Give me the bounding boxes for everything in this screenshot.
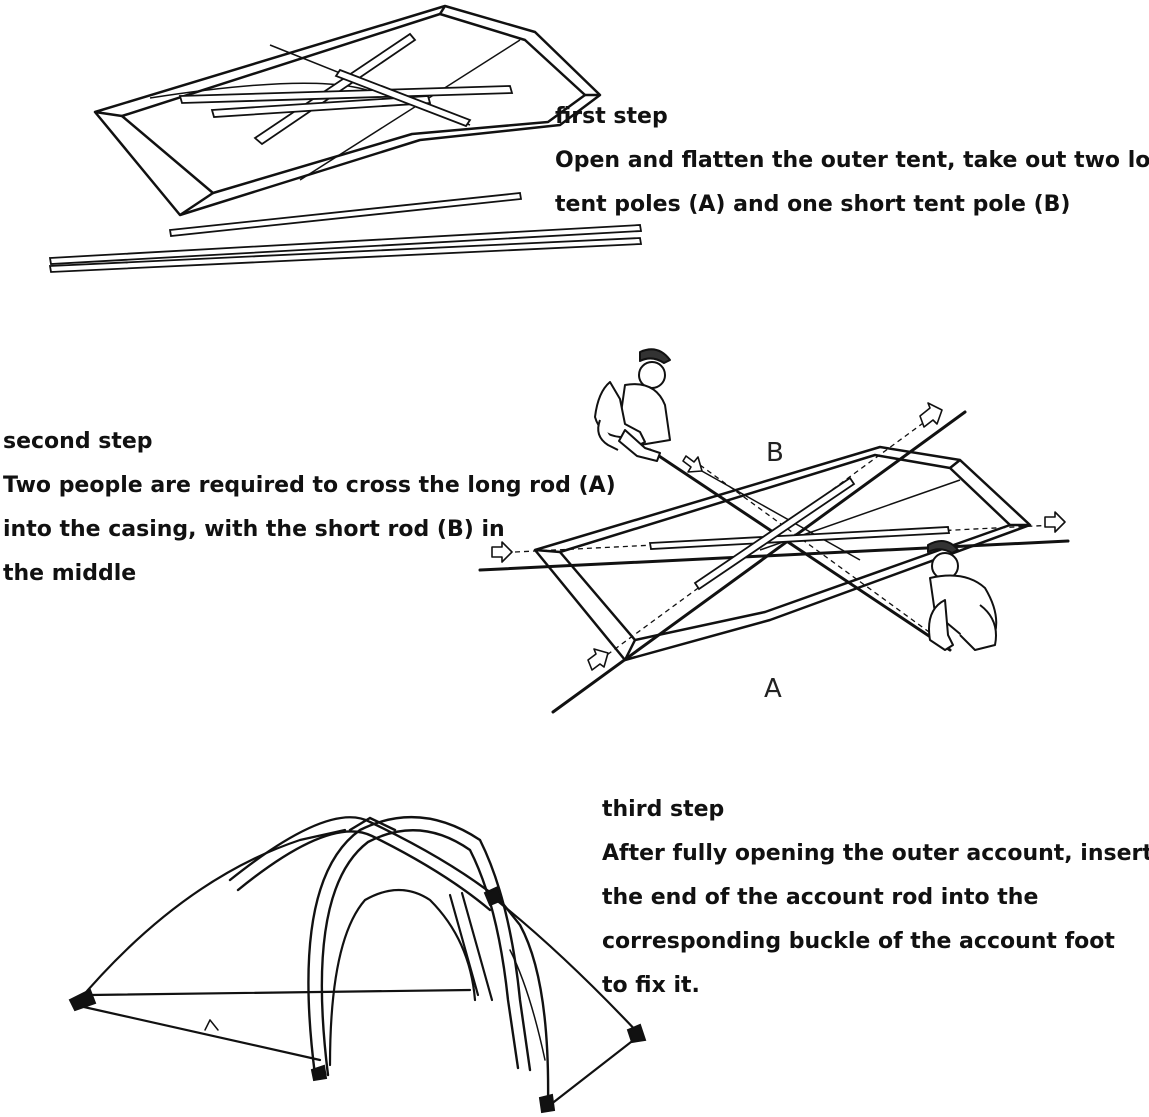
step3-tent-fly: [75, 830, 640, 1105]
arrow-left-icon: [492, 542, 512, 562]
arrow-top-left-icon: [683, 456, 702, 472]
step2-text: second step Two people are required to c…: [3, 420, 616, 596]
arrow-lower-left-icon: [588, 649, 608, 670]
step3-line4: to fix it.: [602, 973, 700, 998]
step3-line2: the end of the account rod into the: [602, 885, 1039, 910]
step2-arrows: [492, 403, 1065, 670]
step3-line1: After fully opening the outer account, i…: [602, 841, 1149, 866]
step2-line2: into the casing, with the short rod (B) …: [3, 517, 505, 542]
step3-feet-buckles: [70, 887, 645, 1112]
step1-line1: Open and flatten the outer tent, take ou…: [555, 148, 1149, 173]
step2-long-rods: [480, 412, 1068, 712]
person-bottom-right: [928, 541, 996, 650]
label-b: B: [766, 438, 784, 468]
step1-text: first step Open and flatten the outer te…: [555, 95, 1149, 227]
step3-title: third step: [602, 797, 725, 822]
step2-short-rod: [650, 478, 949, 589]
step2-line3: the middle: [3, 561, 137, 586]
arrow-right-icon: [1045, 512, 1065, 532]
step1-poles-on-tent: [180, 34, 512, 144]
step3-line3: corresponding buckle of the account foot: [602, 929, 1115, 954]
step1-loose-poles: [50, 193, 641, 272]
step3-text: third step After fully opening the outer…: [602, 788, 1149, 1008]
step2-line1: Two people are required to cross the lon…: [3, 473, 616, 498]
arrow-upper-right-icon: [920, 403, 942, 427]
step1-title: first step: [555, 104, 668, 129]
label-a: A: [764, 674, 782, 704]
person-top-left: [595, 349, 670, 461]
flat-outer-tent: [95, 6, 600, 215]
step3-poles: [230, 817, 548, 1105]
step1-line2: tent poles (A) and one short tent pole (…: [555, 192, 1071, 217]
step2-title: second step: [3, 429, 153, 454]
